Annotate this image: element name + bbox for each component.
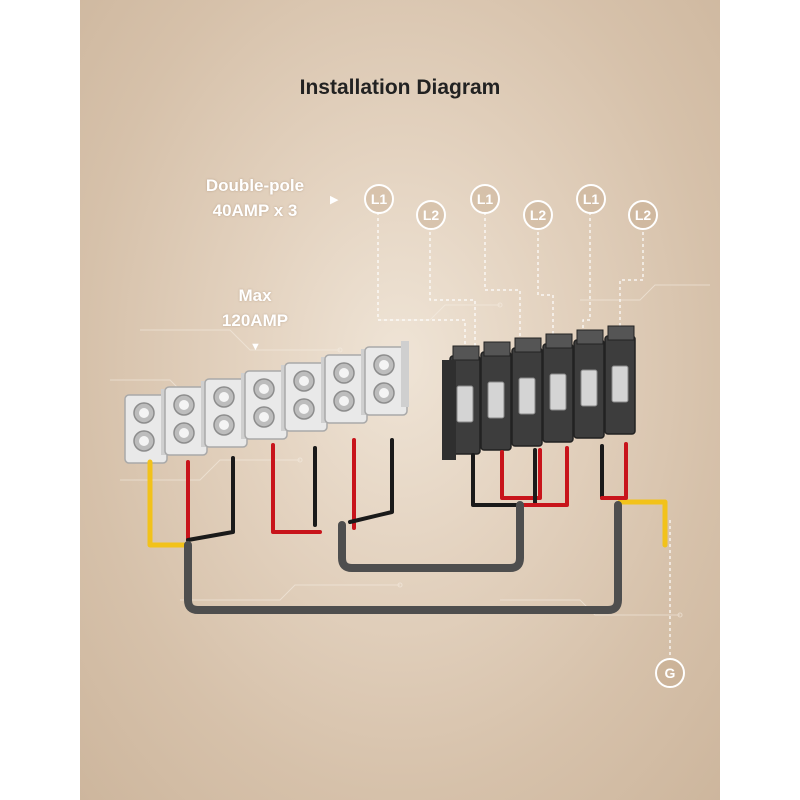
- terminal-segment: [204, 373, 249, 448]
- bus-note-line1: Max: [238, 286, 272, 305]
- terminal-label-l1-c: L1: [576, 184, 606, 214]
- wiring-diagram: [110, 212, 710, 660]
- black-wire-3: [348, 438, 394, 524]
- breaker-module: [511, 337, 543, 447]
- ground-label: G: [655, 658, 685, 688]
- terminal-block: [124, 341, 409, 464]
- terminal-label-l2-b: L2: [523, 200, 553, 230]
- black-wire-1: [186, 456, 235, 542]
- breaker-note-line2: 40AMP x 3: [212, 201, 298, 220]
- breaker-toggle-icon: [487, 381, 505, 419]
- terminal-segment: [364, 341, 409, 416]
- breaker-module: [480, 341, 512, 451]
- bus-cable-inner: [338, 501, 524, 572]
- bus-note-line2: 120AMP: [221, 311, 289, 330]
- breaker-module: [604, 325, 636, 435]
- breaker-toggle-icon: [611, 365, 629, 403]
- breaker-toggle-icon: [456, 385, 474, 423]
- leader-lines: [377, 212, 671, 660]
- terminal-segment: [284, 357, 329, 432]
- terminal-segment: [164, 381, 209, 456]
- bus-cable-outer: [184, 501, 622, 614]
- breaker-black-1: [471, 453, 522, 507]
- breaker-note-line1: Double-pole: [205, 176, 305, 195]
- red-wire-2: [271, 443, 322, 534]
- bus-note: Max 120AMP: [200, 283, 310, 333]
- breaker-module: [573, 329, 605, 439]
- terminal-segment: [244, 365, 289, 440]
- terminal-label-l1-b: L1: [470, 184, 500, 214]
- breaker-toggle-icon: [549, 373, 567, 411]
- terminal-label-l1-a: L1: [364, 184, 394, 214]
- breaker-module: [542, 333, 574, 443]
- breaker-bank: [442, 325, 636, 460]
- ground-wire-right: [617, 499, 668, 548]
- breaker-note: Double-pole 40AMP x 3: [190, 173, 320, 223]
- diagram-canvas: Installation Diagram: [80, 0, 720, 800]
- terminal-label-l2-a: L2: [416, 200, 446, 230]
- terminal-segment: [324, 349, 369, 424]
- breaker-module: [449, 345, 481, 455]
- pointer-right-icon: ▶: [330, 194, 339, 206]
- breaker-red-3: [600, 442, 628, 500]
- terminal-label-l2-c: L2: [628, 200, 658, 230]
- wiring: [147, 438, 668, 614]
- diagram-title: Installation Diagram: [299, 76, 501, 99]
- breaker-red-1: [500, 448, 542, 500]
- pointer-down-icon: ▼: [250, 341, 261, 353]
- breaker-toggle-icon: [518, 377, 536, 415]
- terminal-segment: [124, 389, 169, 464]
- ground-wire-left: [147, 459, 188, 548]
- breaker-red-2: [518, 446, 569, 507]
- breaker-toggle-icon: [580, 369, 598, 407]
